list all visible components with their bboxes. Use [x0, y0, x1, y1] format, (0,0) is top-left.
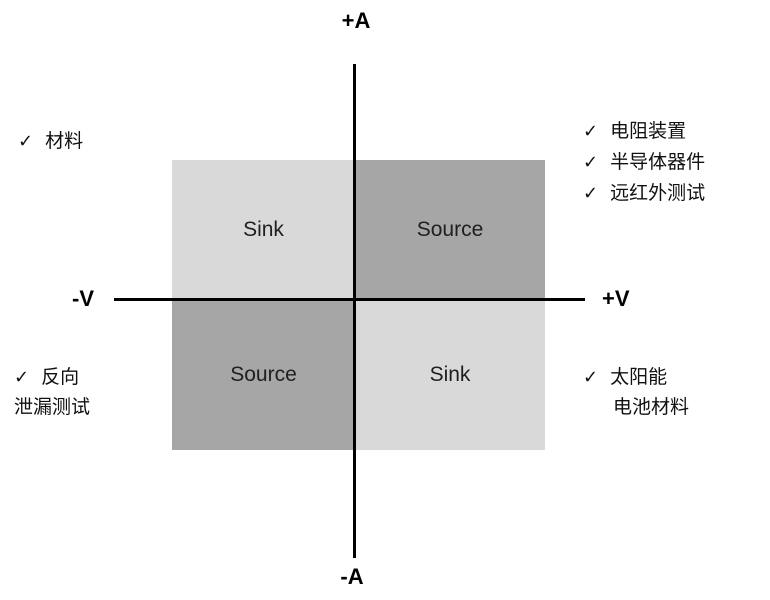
annotation-text-reverse: 反向 — [41, 367, 80, 388]
quadrant-top-left: Sink — [172, 160, 355, 300]
annotation-text-battery-materials: 电池材料 — [613, 397, 690, 418]
list-item: ✓ 电阻装置 — [583, 116, 705, 147]
annotation-text-leakage-test: 泄漏测试 — [14, 397, 91, 418]
quadrant-top-right: Source — [355, 160, 545, 300]
quadrant-label-sink-bottom-right: Sink — [429, 363, 471, 386]
list-item: ✓ 半导体器件 — [583, 147, 705, 178]
annotation-text-solar: 太阳能 — [610, 367, 668, 388]
quadrant-label-source-top-right: Source — [416, 218, 484, 241]
quadrant-bottom-right: Sink — [355, 300, 545, 450]
annotation-text-far-infrared-test: 远红外测试 — [610, 183, 706, 204]
list-item: ✓ 反向 — [14, 362, 90, 393]
quadrant-label-sink-top-left: Sink — [243, 218, 284, 241]
quadrant-label-source-bottom-left: Source — [230, 363, 297, 386]
axis-label-plus-a: +A — [341, 8, 371, 33]
quadrant-bottom-left: Source — [172, 300, 355, 450]
check-icon: ✓ — [583, 183, 599, 203]
annotation-left-top: ✓ 材料 — [18, 126, 83, 157]
annotation-text-resistive-devices: 电阻装置 — [610, 121, 687, 142]
horizontal-axis-line — [114, 298, 585, 301]
check-icon: ✓ — [583, 121, 599, 141]
axis-label-plus-v: +V — [602, 286, 630, 311]
list-item: ✓ 太阳能 — [583, 362, 689, 393]
annotation-text-materials: 材料 — [45, 131, 84, 152]
list-item: ✓ 远红外测试 — [583, 178, 705, 209]
axis-label-minus-v: -V — [72, 286, 94, 311]
annotation-text-semiconductor-devices: 半导体器件 — [610, 152, 706, 173]
check-icon: ✓ — [18, 131, 34, 151]
check-icon: ✓ — [583, 152, 599, 172]
annotation-right-bottom: ✓ 太阳能 电池材料 — [583, 362, 689, 423]
check-icon: ✓ — [14, 367, 30, 387]
vertical-axis-line — [353, 64, 356, 558]
list-item: ✓ 材料 — [18, 126, 83, 157]
annotation-left-bottom: ✓ 反向 泄漏测试 — [14, 362, 90, 423]
annotation-right-top: ✓ 电阻装置 ✓ 半导体器件 ✓ 远红外测试 — [583, 116, 705, 209]
check-icon: ✓ — [583, 367, 599, 387]
axis-label-minus-a: -A — [340, 564, 364, 589]
